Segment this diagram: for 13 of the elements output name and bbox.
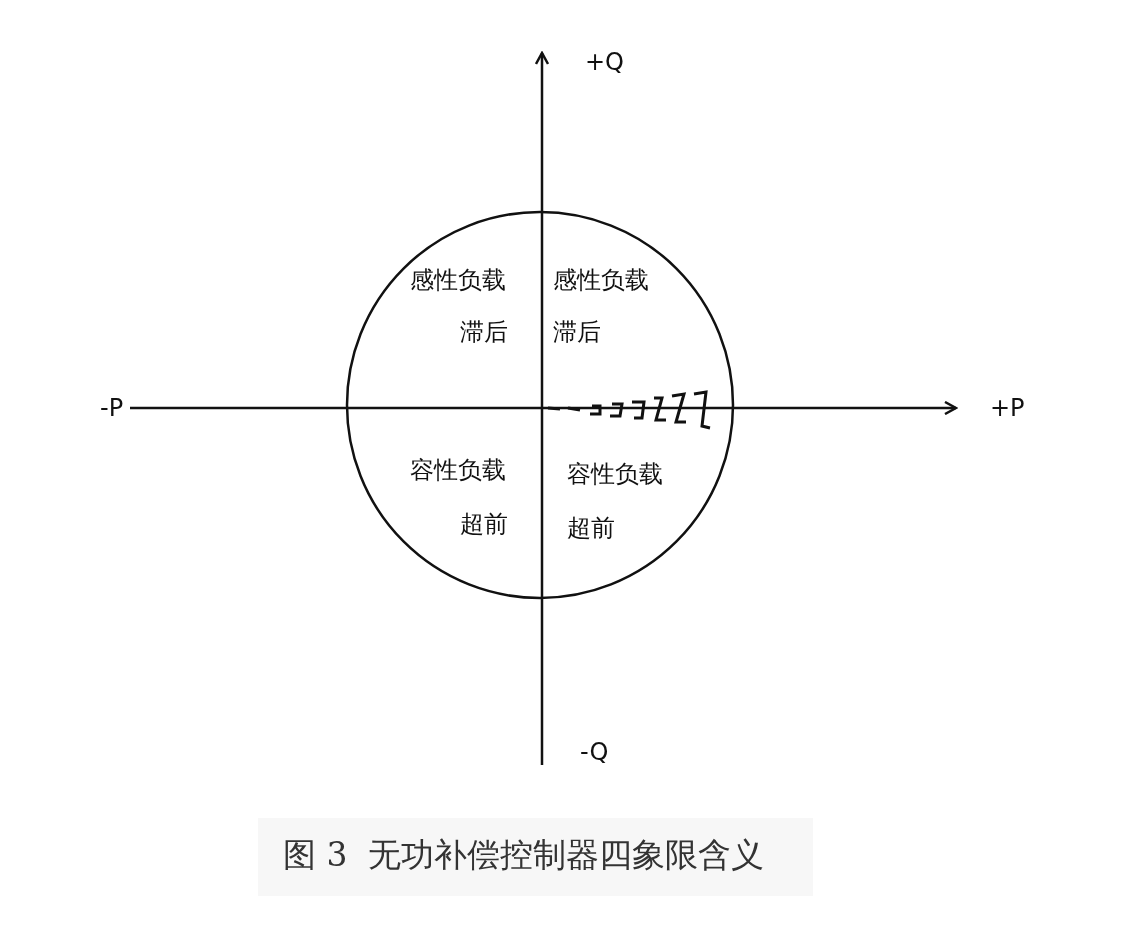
quadrant-label: 超前 xyxy=(460,512,508,536)
quadrant-label: 滞后 xyxy=(460,320,508,344)
quadrant-label: 容性负载 xyxy=(410,458,506,482)
figure-caption: 图 3 无功补偿控制器四象限含义 xyxy=(283,838,765,871)
quadrant-label: 超前 xyxy=(567,516,615,540)
axis-label: +Q xyxy=(585,50,624,74)
quadrant-label: 容性负载 xyxy=(567,462,663,486)
axis-label: -P xyxy=(100,396,124,420)
axis-label: -Q xyxy=(580,740,609,764)
quadrant-label: 感性负载 xyxy=(410,268,506,292)
quadrant-label: 感性负载 xyxy=(553,268,649,292)
quadrant-label: 滞后 xyxy=(553,320,601,344)
axis-label: +P xyxy=(990,396,1025,420)
